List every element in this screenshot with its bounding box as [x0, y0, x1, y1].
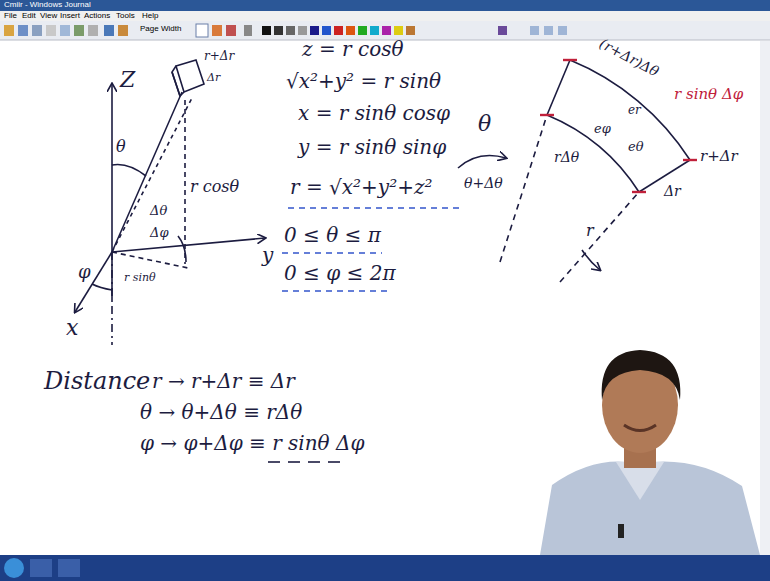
radius-label: r: [586, 222, 594, 240]
distance-note: θ → θ+Δθ ≡ rΔθ: [140, 401, 302, 423]
spherical-axes-sketch: [75, 60, 265, 345]
equation: r = √x²+y²+z²: [290, 176, 432, 198]
axis-label: y: [262, 244, 273, 266]
menu-item: Help: [142, 12, 158, 21]
title-bar: [0, 0, 770, 11]
trailing-dashes: [268, 461, 340, 463]
menu-bar: [0, 11, 770, 21]
menu-item: View: [40, 12, 57, 21]
distance-note: r → r+Δr ≡ Δr: [152, 370, 295, 392]
length-label: r cosθ: [190, 178, 239, 196]
arc-length-label: rΔθ: [554, 150, 579, 165]
start-button: [4, 558, 24, 578]
angle-label: Δφ: [150, 226, 169, 240]
taskbar-icon: [30, 559, 52, 577]
distance-note: φ → φ+Δφ ≡ r sinθ Δφ: [140, 432, 364, 454]
taskbar-icon: [58, 559, 80, 577]
presenter-figure: [540, 350, 760, 555]
unit-vector-label: er: [628, 104, 641, 117]
inequality: 0 ≤ θ ≤ π: [284, 224, 381, 246]
dashed-underline: [282, 208, 460, 291]
toolbar-icons: [4, 24, 567, 37]
radius-label: r+Δr: [700, 148, 738, 165]
taskbar: [0, 555, 770, 581]
menu-item: File: [4, 12, 17, 21]
length-label: Δr: [664, 184, 681, 199]
length-label: r sinθ: [124, 272, 156, 284]
arc-length-label: (r+Δr)Δθ: [597, 36, 661, 80]
length-label: Δr: [207, 72, 220, 84]
scroll-bar: [760, 41, 770, 555]
unit-vector-label: eφ: [594, 122, 611, 136]
length-label: r+Δr: [204, 50, 234, 63]
equation: y = r sinθ sinφ: [298, 136, 446, 158]
equation: x = r sinθ cosφ: [298, 102, 450, 124]
angle-label: θ: [116, 138, 126, 156]
arc-length-label: r sinθ Δφ: [674, 86, 743, 103]
angle-label: φ: [78, 262, 91, 282]
zoom-setting: Page Width: [140, 25, 181, 34]
volume-element-sketch: [458, 60, 690, 282]
angle-label: θ: [478, 112, 491, 136]
menu-item: Edit: [22, 12, 36, 21]
menu-item: Actions: [84, 12, 110, 21]
axis-label: Z: [120, 68, 135, 92]
equation: √x²+y² = r sinθ: [286, 70, 441, 92]
angle-label: θ+Δθ: [464, 176, 503, 191]
menu-item: Insert: [60, 12, 80, 21]
heading-note: Distance: [44, 368, 150, 394]
axis-label: x: [66, 316, 78, 340]
inequality: 0 ≤ φ ≤ 2π: [284, 262, 396, 284]
angle-label: Δθ: [150, 204, 167, 218]
corner-tick: [540, 60, 697, 192]
unit-vector-label: eθ: [628, 140, 644, 154]
window-title: Cmiir - Windows Journal: [4, 1, 91, 10]
menu-item: Tools: [116, 12, 135, 21]
equation: z = r cosθ: [302, 38, 403, 60]
